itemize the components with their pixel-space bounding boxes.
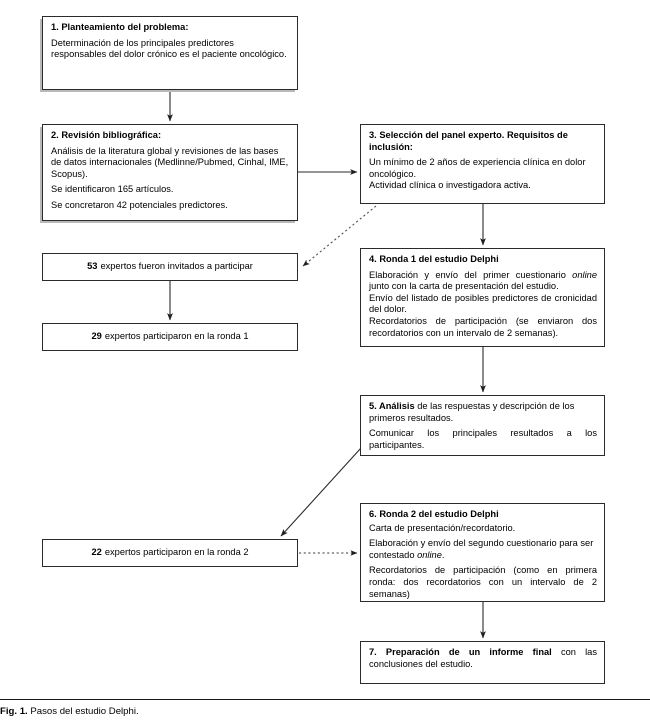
- flow-node-1-planteamiento: 1. Planteamiento del problema: Determina…: [42, 16, 298, 90]
- node-2-line-2: Se identificaron 165 artículos.: [51, 184, 174, 195]
- node-1-title: 1. Planteamiento del problema:: [51, 22, 189, 32]
- node-4-line-3: Recordatorios de participación (se envia…: [369, 315, 597, 338]
- flow-node-5-analisis: 5. Análisis de las respuestas y descripc…: [360, 395, 605, 456]
- node-4-line-1-part-a: Elaboración y envío del primer cuestiona…: [369, 269, 573, 280]
- node-5-title-leadin: 5. Análisis: [369, 401, 415, 411]
- node-7-title: 7. Preparación de un informe final con l…: [369, 647, 597, 670]
- figure-label: Fig. 1.: [0, 706, 28, 717]
- node-22-count: 22: [91, 547, 102, 558]
- node-29-count: 29: [91, 331, 102, 342]
- flow-node-6-ronda-2: 6. Ronda 2 del estudio Delphi Carta de p…: [360, 503, 605, 602]
- node-3-line-2: Actividad clínica o investigadora activa…: [369, 180, 531, 191]
- node-3-title: 3. Selección del panel experto. Requisit…: [369, 130, 568, 152]
- node-3-line-1: Un mínimo de 2 años de experiencia clíni…: [369, 157, 586, 179]
- node-7-title-rest: con las conclusiones del estudio.: [369, 647, 597, 669]
- connector-box5-to-box22: [280, 447, 362, 537]
- node-2-line-3: Se concretaron 42 potenciales predictore…: [51, 199, 228, 210]
- node-5-line-2: Comunicar los principales resultados a l…: [369, 428, 597, 450]
- node-5-title-rest: de las respuestas y descripción de los p…: [369, 401, 575, 423]
- node-22-label: expertos participaron en la ronda 2: [104, 547, 249, 558]
- node-6-title: 6. Ronda 2 del estudio Delphi: [369, 509, 499, 519]
- node-4-line-1-part-b: junto con la carta de presentación del e…: [369, 281, 559, 292]
- node-4-line-1-emphasis: online: [572, 269, 597, 280]
- caption-divider: [0, 699, 650, 700]
- node-5-title: 5. Análisis de las respuestas y descripc…: [369, 401, 597, 424]
- node-53-count: 53: [87, 261, 98, 272]
- flow-node-2-revision: 2. Revisión bibliográfica: Análisis de l…: [42, 124, 298, 221]
- node-1-body: Determinación de los principales predict…: [51, 37, 287, 60]
- node-7-title-leadin: 7. Preparación de un informe final: [369, 647, 552, 657]
- node-6-line-2: Elaboración y envío del segundo cuestion…: [369, 538, 597, 561]
- node-6-line-1: Carta de presentación/recordatorio.: [369, 522, 516, 533]
- node-6-line-2-emphasis: online: [417, 549, 442, 560]
- node-4-title: 4. Ronda 1 del estudio Delphi: [369, 254, 499, 264]
- node-6-line-3: Recordatorios de participación (como en …: [369, 565, 597, 599]
- node-53-label: expertos fueron invitados a participar: [100, 261, 253, 272]
- flow-node-7-informe-final: 7. Preparación de un informe final con l…: [360, 641, 605, 684]
- node-6-line-2-part-a: Elaboración y envío del segundo cuestion…: [369, 538, 594, 560]
- flow-node-3-seleccion-panel: 3. Selección del panel experto. Requisit…: [360, 124, 605, 204]
- flow-node-4-ronda-1: 4. Ronda 1 del estudio Delphi Elaboració…: [360, 248, 605, 347]
- node-2-title: 2. Revisión bibliográfica:: [51, 130, 162, 140]
- node-4-line-2: Envío del listado de posibles predictore…: [369, 292, 597, 315]
- figure-caption-text: Pasos del estudio Delphi.: [30, 706, 139, 717]
- node-6-line-2-part-b: .: [441, 549, 445, 560]
- figure-caption: Fig. 1. Pasos del estudio Delphi.: [0, 706, 640, 718]
- node-4-line-1: Elaboración y envío del primer cuestiona…: [369, 270, 597, 293]
- node-29-label: expertos participaron en la ronda 1: [104, 331, 249, 342]
- node-2-line-1: Análisis de la literatura global y revis…: [51, 145, 289, 179]
